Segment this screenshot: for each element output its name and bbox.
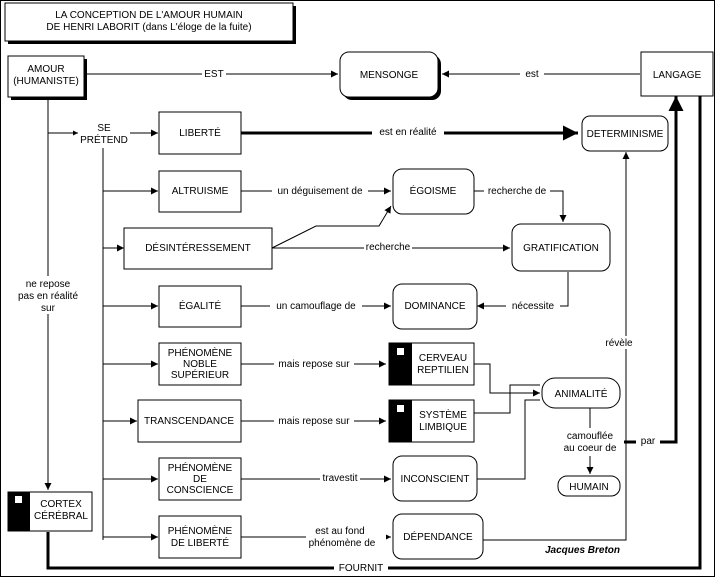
connector-systeme-animalite [474, 384, 540, 414]
connector-dependance-determinisme [483, 152, 630, 541]
label-recherche-de: recherche de [488, 186, 547, 197]
label-un-camouflage: un camouflage de [276, 301, 356, 312]
label-se: SE [97, 123, 111, 134]
node-conscience-line1: PHÉNOMÈNE [168, 461, 233, 474]
label-mais-repose-2: mais repose sur [278, 416, 350, 427]
node-altruisme-label: ALTRUISME [172, 186, 229, 197]
node-mensonge: MENSONGE [339, 51, 441, 100]
label-recherche: recherche [366, 242, 411, 253]
node-humain: HUMAIN [557, 475, 621, 497]
edge-labels: EST est SE PRÉTEND est en réalité un dég… [18, 67, 660, 574]
node-liberte: LIBERTÉ [158, 111, 242, 155]
node-amour-line2: (HUMANISTE) [13, 76, 79, 87]
node-egoisme: ÉGOISME [392, 168, 475, 215]
node-conscience-line3: CONSCIENCE [167, 485, 234, 496]
label-necessite: nécessite [512, 301, 555, 312]
label-sur: sur [41, 303, 56, 314]
node-egalite-label: ÉGALITÉ [179, 299, 222, 312]
label-est-en-realite: est en réalité [379, 127, 437, 138]
title-box [4, 2, 294, 42]
node-systeme-line1: SYSTÈME [419, 408, 467, 421]
node-cortex-line2: CÉRÉBRAL [34, 509, 88, 522]
node-transcendance-label: TRANSCENDANCE [144, 416, 234, 427]
node-determinisme-label: DETERMINISME [587, 129, 664, 140]
title-line-2: DE HENRI LABORIT (dans L'éloge de la fui… [46, 22, 251, 33]
label-pretend: PRÉTEND [80, 133, 128, 146]
node-noble-line1: PHÉNOMÈNE [168, 346, 233, 359]
node-cerveau-line1: CERVEAU [419, 353, 467, 364]
node-phenomene-noble: PHÉNOMÈNE NOBLE SUPÉRIEUR [158, 342, 242, 386]
node-systeme-limbique: SYSTÈME LIMBIQUE [388, 399, 475, 443]
node-animalite: ANIMALITÉ [541, 377, 621, 409]
node-inconscient-label: INCONSCIENT [401, 474, 470, 485]
node-egalite: ÉGALITÉ [158, 285, 242, 328]
node-gratification: GRATIFICATION [511, 223, 611, 272]
connector-inconscient-animalite [477, 399, 540, 480]
node-transcendance: TRANSCENDANCE [137, 399, 242, 443]
node-egoisme-label: ÉGOISME [410, 184, 457, 197]
node-langage-label: LANGAGE [653, 70, 702, 81]
node-cortex-cerebral: CORTEX CÉRÉBRAL [7, 491, 93, 532]
node-phenomene-conscience: PHÉNOMÈNE DE CONSCIENCE [158, 457, 242, 501]
node-phenomene-liberte: PHÉNOMÈNE DE LIBERTÉ [158, 515, 242, 559]
signature: Jacques Breton [545, 545, 620, 556]
node-mensonge-label: MENSONGE [360, 70, 419, 81]
node-cerveau-line2: REPTILIEN [417, 365, 469, 376]
node-desinteressement-label: DÉSINTÉRESSEMENT [145, 241, 251, 254]
node-gratification-label: GRATIFICATION [523, 243, 599, 254]
label-est-lower: est [525, 69, 539, 80]
label-un-deguisement: un déguisement de [277, 186, 363, 197]
label-ne-repose: ne repose [26, 279, 71, 290]
node-determinisme: DETERMINISME [581, 115, 669, 152]
node-cortex-line1: CORTEX [40, 499, 82, 510]
label-revele: révèle [605, 338, 633, 349]
node-noble-line3: SUPÉRIEUR [171, 368, 229, 381]
label-mais-repose-1: mais repose sur [278, 359, 350, 370]
label-au-coeur-de: au coeur de [564, 443, 617, 454]
label-est: EST [204, 69, 223, 80]
node-altruisme: ALTRUISME [158, 170, 242, 213]
label-travestit: travestit [322, 473, 357, 484]
connector-cortex-langage [46, 96, 702, 570]
node-dominance: DOMINANCE [392, 283, 478, 330]
title-line-1: LA CONCEPTION DE L'AMOUR HUMAIN [55, 10, 243, 21]
node-animalite-label: ANIMALITÉ [555, 387, 608, 400]
node-systeme-line2: LIMBIQUE [419, 422, 467, 433]
node-desinteressement: DÉSINTÉRESSEMENT [123, 227, 273, 270]
label-par: par [641, 436, 656, 447]
node-dependance-label: DÉPENDANCE [403, 530, 473, 543]
node-langage: LANGAGE [640, 51, 714, 97]
node-inconscient: INCONSCIENT [392, 455, 478, 502]
node-amour-line1: AMOUR [27, 64, 64, 75]
connector-cerveau-animalite [474, 363, 540, 397]
node-humain-label: HUMAIN [569, 482, 608, 493]
node-conscience-line2: DE [193, 474, 207, 485]
node-amour: AMOUR (HUMANISTE) [7, 55, 87, 100]
label-camouflee: camouflée [567, 431, 614, 442]
node-liberte-label: LIBERTÉ [179, 126, 221, 139]
connector-desint-egoisme [271, 205, 392, 249]
label-phenomene-de: phénomène de [309, 538, 376, 549]
label-pas-en-realite: pas en réalité [18, 291, 78, 302]
node-dominance-label: DOMINANCE [404, 301, 465, 312]
node-phliberte-line2: DE LIBERTÉ [171, 536, 229, 549]
label-est-au-fond: est au fond [315, 526, 364, 537]
node-phliberte-line1: PHÉNOMÈNE [168, 524, 233, 537]
node-cerveau-reptilien: CERVEAU REPTILIEN [388, 342, 475, 386]
node-noble-line2: NOBLE [183, 359, 217, 370]
label-fournit: FOURNIT [339, 563, 383, 574]
node-dependance: DÉPENDANCE [392, 513, 484, 560]
